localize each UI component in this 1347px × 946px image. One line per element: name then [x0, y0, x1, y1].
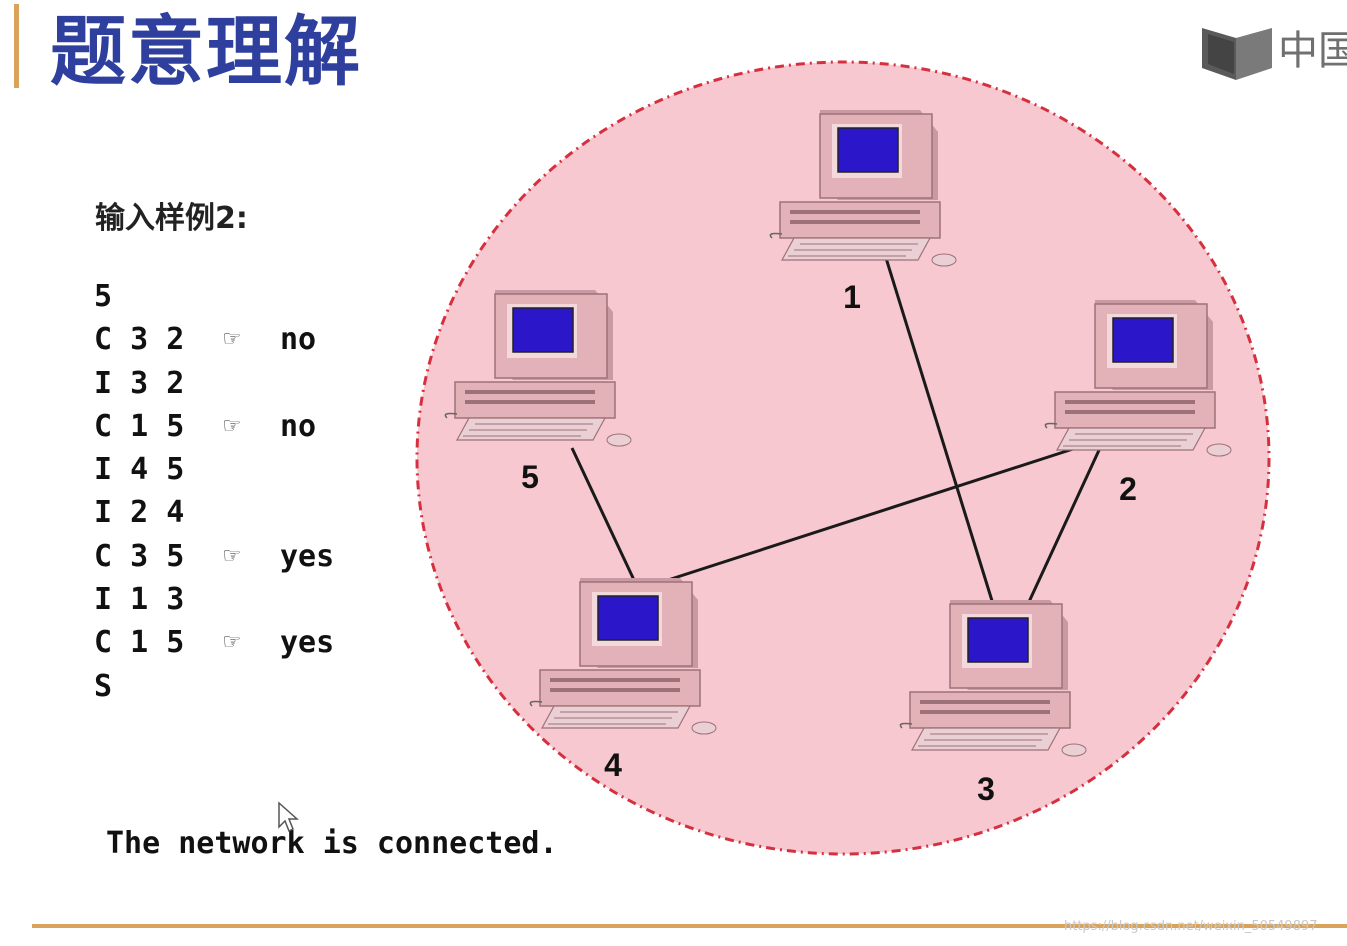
sample-command: I 4 5: [94, 452, 185, 488]
sample-command: I 2 4: [94, 495, 185, 531]
computer-node-3: 3: [899, 600, 1087, 807]
computer-node-1: 1: [769, 110, 957, 315]
node-label: 1: [843, 279, 861, 315]
pointing-hand-icon: ☞: [224, 410, 240, 441]
computer-node-4: 4: [529, 578, 717, 783]
logo-text: 中国: [1278, 28, 1347, 74]
edge-2-3: [1026, 447, 1102, 605]
sample-line: C 1 5 ☞ no: [94, 405, 316, 448]
sample-input-list: 5 C 3 2 ☞ no I 3 2 C 1 5 ☞ no I 4 5 I 2 4 C 3 5 ☞ ye…: [94, 275, 334, 708]
computer-node-5: 5: [444, 290, 632, 495]
sample-line: S: [94, 665, 224, 708]
node-label: 4: [604, 747, 622, 783]
sample-command: I 3 2: [94, 365, 185, 401]
node-label: 5: [521, 459, 539, 495]
computer-node-2: 2: [1044, 300, 1232, 507]
sample-answer: yes: [280, 625, 335, 661]
edge-4-5: [570, 447, 636, 581]
pointing-hand-icon: ☞: [224, 540, 240, 571]
sample-command: C 3 5: [94, 538, 185, 574]
book-logo-icon: [1202, 28, 1272, 80]
sample-command: C 1 5: [94, 625, 185, 661]
sample-line: C 3 2 ☞ no: [94, 318, 316, 361]
nodes-layer: 1 2 3 4 5: [444, 110, 1232, 807]
edges-layer: [570, 257, 1102, 605]
edge-2-4: [667, 446, 1077, 582]
computer-icon: [1044, 300, 1232, 457]
computer-icon: [444, 290, 632, 447]
sample-command: C 1 5: [94, 408, 185, 444]
computer-icon: [529, 578, 717, 735]
sample-line: I 4 5: [94, 448, 224, 491]
slide-title: 题意理解: [50, 7, 362, 96]
computer-icon: [899, 600, 1087, 757]
computer-icon: [769, 110, 957, 267]
title-accent-bar: [14, 4, 19, 88]
edge-1-3: [884, 257, 995, 605]
pointing-hand-icon: ☞: [224, 627, 240, 658]
node-label: 3: [977, 771, 995, 807]
sample-line: C 1 5 ☞ yes: [94, 621, 334, 664]
sample-answer: yes: [280, 538, 335, 574]
watermark-url: https://blog.csdn.net/weixin_50549897: [1064, 919, 1318, 934]
result-text: The network is connected.: [106, 826, 558, 861]
sample-command: C 3 2: [94, 322, 185, 358]
pointing-hand-icon: ☞: [224, 324, 240, 355]
sample-command: 5: [94, 279, 113, 314]
sample-command: I 1 3: [94, 582, 185, 618]
sample-line: 5: [94, 275, 224, 318]
sample-line: I 1 3: [94, 578, 224, 621]
sample-line: C 3 5 ☞ yes: [94, 535, 334, 578]
sample-answer: no: [280, 322, 317, 358]
bottom-rule: [32, 924, 1347, 928]
node-label: 2: [1119, 471, 1137, 507]
sample-input-label: 输入样例2:: [95, 201, 248, 236]
sample-answer: no: [280, 408, 317, 444]
sample-command: S: [94, 668, 113, 704]
sample-line: I 2 4: [94, 491, 224, 534]
sample-line: I 3 2: [94, 362, 224, 405]
mouse-cursor-icon: [278, 801, 299, 833]
